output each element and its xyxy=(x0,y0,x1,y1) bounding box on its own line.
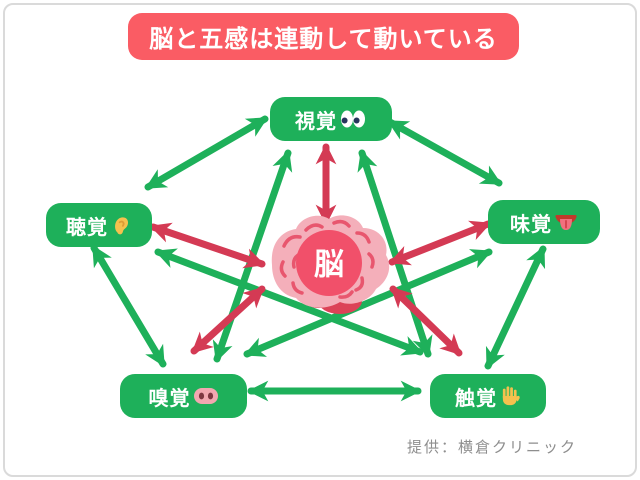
node-taste: 味覚 xyxy=(488,200,600,244)
brain-label: 脳 xyxy=(314,248,344,283)
tongue-icon xyxy=(554,211,578,233)
node-vision: 視覚 xyxy=(270,97,392,141)
arrow-brain-touch xyxy=(389,285,463,357)
brain-illustration: 脳 xyxy=(271,215,390,314)
arrow-hearing-vision xyxy=(144,115,269,191)
node-smell-label: 嗅覚 xyxy=(148,385,191,410)
arrow-brain-taste xyxy=(388,220,492,266)
credit-text: 提供：横倉クリニック xyxy=(407,438,578,456)
eyes-icon xyxy=(339,108,367,130)
hand-icon xyxy=(499,384,521,408)
diagram-title: 脳と五感は連動して動いている xyxy=(128,13,519,60)
arrow-vision-taste xyxy=(386,118,503,187)
arrow-brain-smell xyxy=(190,285,266,355)
node-taste-label: 味覚 xyxy=(510,211,552,236)
node-touch-label: 触覚 xyxy=(455,385,497,410)
node-hearing-label: 聴覚 xyxy=(66,214,108,239)
node-vision-label: 視覚 xyxy=(295,108,337,133)
node-touch: 触覚 xyxy=(430,374,546,418)
node-smell: 嗅覚 xyxy=(120,374,247,418)
arrow-smell-hearing xyxy=(90,244,167,368)
pig-nose-icon xyxy=(193,386,219,406)
arrow-smell-taste xyxy=(243,248,493,358)
arrow-taste-touch xyxy=(484,245,547,370)
ear-icon xyxy=(110,213,132,237)
node-hearing: 聴覚 xyxy=(46,203,152,247)
arrow-brain-hearing xyxy=(149,222,266,269)
